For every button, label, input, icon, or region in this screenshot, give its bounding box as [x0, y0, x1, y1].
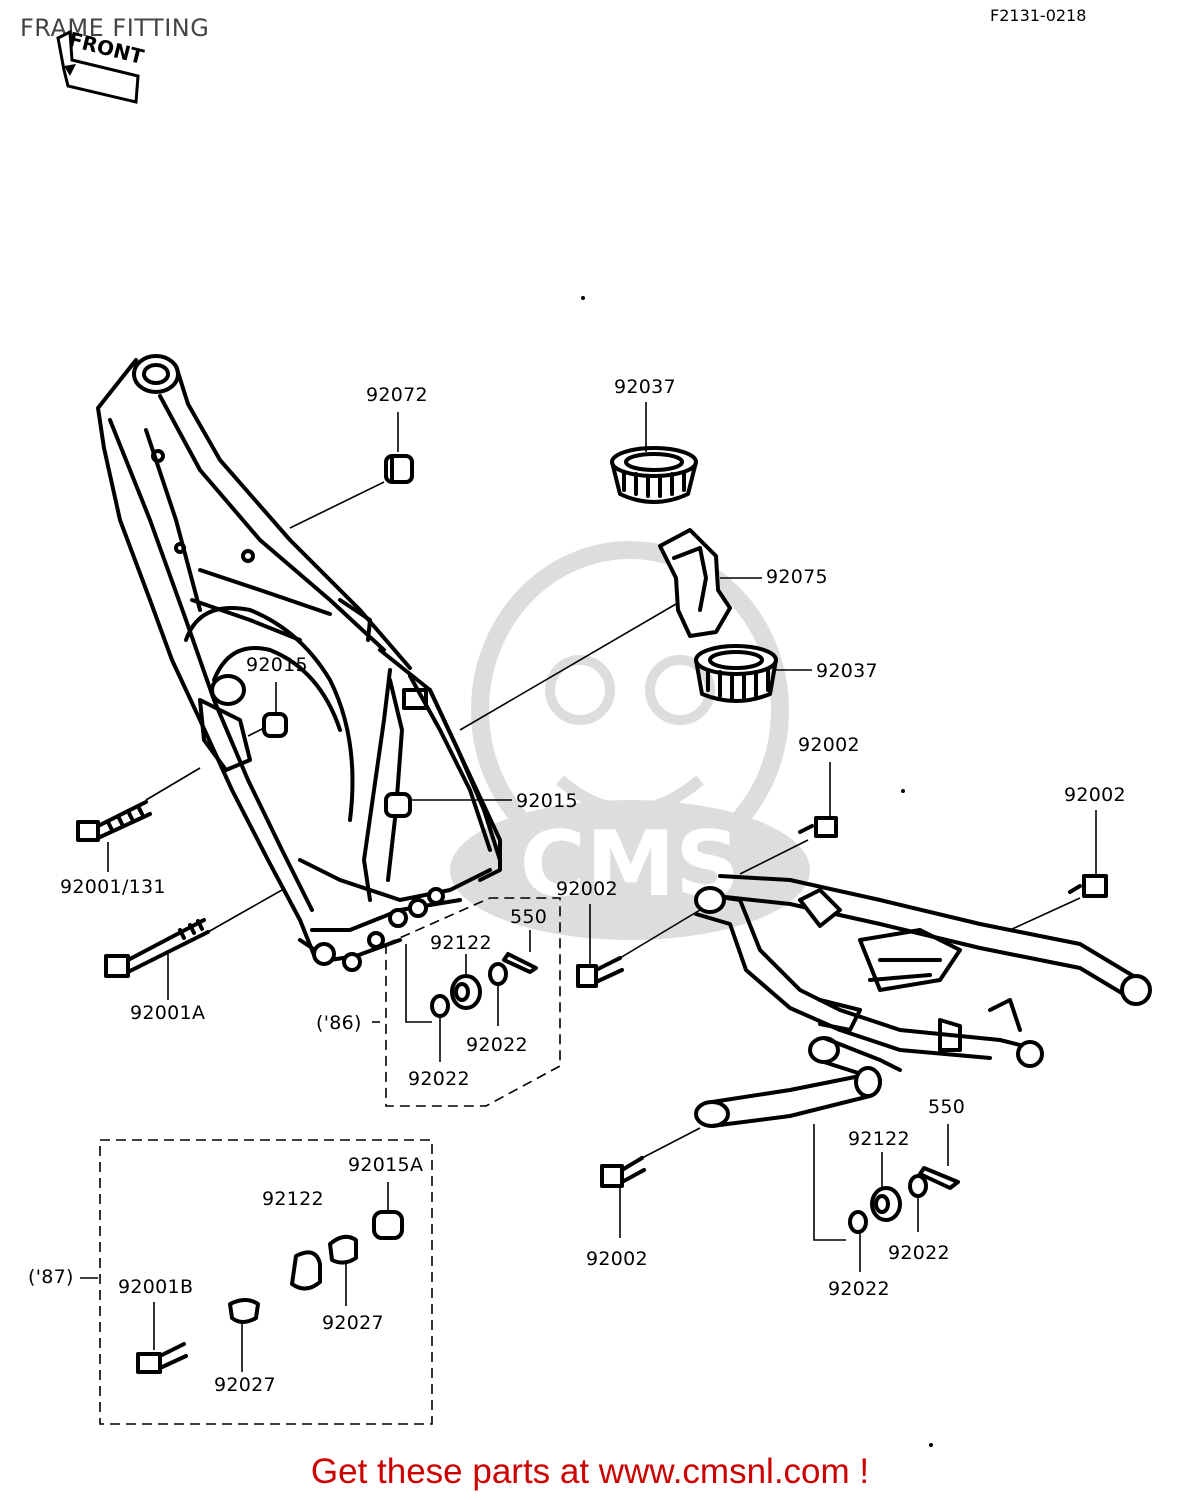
callout-92027-b: 92027	[214, 1374, 276, 1396]
callout-92002-c: 92002	[556, 878, 618, 900]
callout-92022-c: 92022	[888, 1242, 950, 1264]
callout-92122-a: 92122	[430, 932, 492, 954]
callout-92027-a: 92027	[322, 1312, 384, 1334]
callout-92072: 92072	[366, 384, 428, 406]
diagram-title: FRAME FITTING	[20, 14, 210, 42]
callout-92002-a: 92002	[798, 734, 860, 756]
callout-550-a: 550	[510, 906, 548, 928]
promo-footer-link[interactable]: Get these parts at www.cmsnl.com !	[310, 1452, 870, 1491]
callout-92015-upper: 92015	[246, 654, 308, 676]
part-87-group-parts	[136, 1210, 404, 1374]
callout-92037-top: 92037	[614, 376, 676, 398]
part-86-group-parts	[430, 952, 538, 1018]
callout-92015A: 92015A	[348, 1154, 424, 1176]
callout-92022-b: 92022	[408, 1068, 470, 1090]
rear-subframe	[694, 874, 1152, 1128]
callout-92002-b: 92002	[1064, 784, 1126, 806]
callout-92122-c: 92122	[262, 1188, 324, 1210]
stray-dots	[581, 296, 933, 1447]
part-92001-131-bolt	[76, 800, 152, 842]
part-92002-bolts	[576, 816, 1108, 1188]
front-arrow-icon	[56, 30, 140, 104]
part-92072	[384, 454, 414, 484]
main-frame	[96, 354, 502, 972]
group-label-86: ('86)	[316, 1012, 362, 1034]
callout-92002-d: 92002	[586, 1248, 648, 1270]
cms-watermark: CMS	[450, 541, 810, 940]
part-92015-lower	[384, 792, 412, 818]
diagram-code: F2131-0218	[990, 6, 1087, 25]
callout-92022-a: 92022	[466, 1034, 528, 1056]
callout-92037-mid: 92037	[816, 660, 878, 682]
callout-550-b: 550	[928, 1096, 966, 1118]
callout-92022-d: 92022	[828, 1278, 890, 1300]
part-92001A-bolt	[104, 918, 210, 978]
callout-92122-b: 92122	[848, 1128, 910, 1150]
part-92015-upper	[262, 712, 288, 738]
callout-92001B: 92001B	[118, 1276, 194, 1298]
group-boxes	[99, 897, 561, 1425]
part-92037-mid	[694, 644, 778, 703]
part-92037-top	[610, 446, 698, 504]
callout-92015-lower: 92015	[516, 790, 578, 812]
group-label-87: ('87)	[28, 1266, 74, 1288]
leader-lines	[80, 402, 1097, 1372]
callout-92001A: 92001A	[130, 1002, 206, 1024]
part-rear-group-parts	[848, 1166, 960, 1234]
callout-92001-131: 92001/131	[60, 876, 166, 898]
callout-92075: 92075	[766, 566, 828, 588]
part-92075	[658, 528, 732, 638]
